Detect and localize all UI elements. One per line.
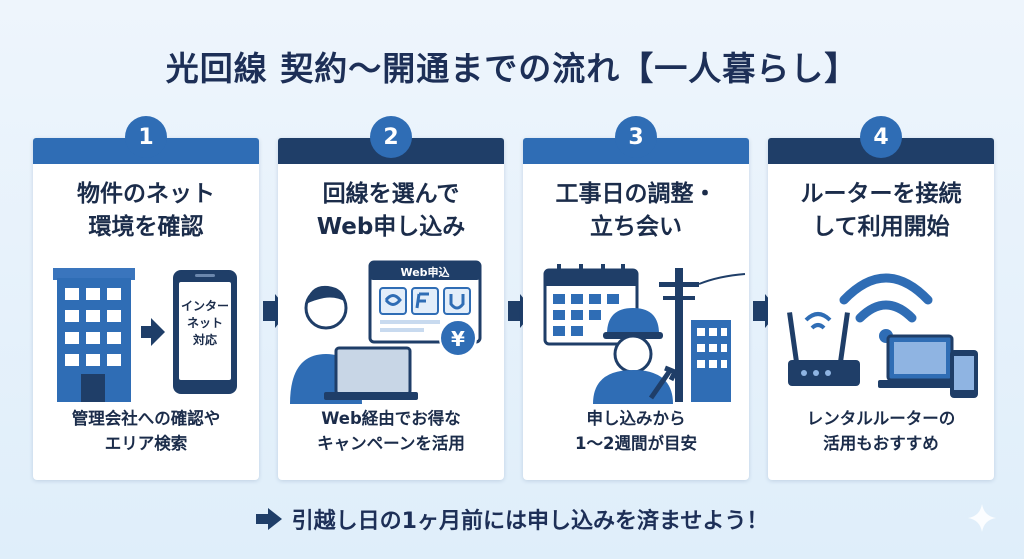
right-arrow-icon xyxy=(255,508,282,530)
step-card-3: 3 工事日の調整・ 立ち会い xyxy=(523,116,749,480)
step-title-line: 物件のネット xyxy=(77,181,215,207)
building-icon xyxy=(53,268,135,402)
step-illustration xyxy=(787,273,978,398)
router-icon xyxy=(787,312,860,386)
step-card-1: 1 物件のネット 環境を確認 インター ネット 対応 xyxy=(33,116,259,480)
step-description: 管理会社への確認や エリア検索 xyxy=(33,406,259,456)
yen-symbol: ¥ xyxy=(451,327,465,351)
step-desc-line: エリア検索 xyxy=(104,434,188,453)
browser-label: Web申込 xyxy=(400,265,449,279)
yen-coin-icon: ¥ xyxy=(439,319,477,357)
step-title-line: 工事日の調整・ xyxy=(555,181,717,207)
step-title: ルーターを接続 して利用開始 xyxy=(768,178,994,244)
step-title-line: 立ち会い xyxy=(590,214,682,240)
smartphone-icon xyxy=(950,350,978,398)
phone-text-line: 対応 xyxy=(192,332,217,347)
sparkle-icon xyxy=(968,504,996,532)
footer-note: 引越し日の1ヶ月前には申し込みを済ませよう！ xyxy=(0,503,1024,535)
phone-text-line: ネット xyxy=(187,316,223,330)
person-laptop-icon xyxy=(290,285,418,404)
step-illustration xyxy=(543,264,746,404)
building-icon xyxy=(691,320,731,402)
step-desc-line: Web経由でお得な xyxy=(321,409,461,428)
step-number-badge: 1 xyxy=(125,116,167,158)
step-number-badge: 3 xyxy=(615,116,657,158)
right-arrow-icon xyxy=(141,318,165,346)
step-illustration: インター ネット 対応 xyxy=(53,268,237,402)
step-card-4: 4 ルーターを接続 して利用開始 レンタルルーターの 活用もお xyxy=(768,116,994,480)
calendar-icon xyxy=(543,264,639,346)
step-description: 申し込みから 1〜2週間が目安 xyxy=(523,406,749,456)
page-title: 光回線 契約〜開通までの流れ【一人暮らし】 xyxy=(165,49,859,88)
worker-icon xyxy=(593,308,679,404)
step-title: 回線を選んで Web申し込み xyxy=(278,178,504,244)
right-arrow-icon xyxy=(753,294,779,328)
laptop-icon xyxy=(878,334,962,388)
step-title-line: 環境を確認 xyxy=(88,214,204,240)
step-illustration: Web申込 ¥ xyxy=(290,260,482,404)
step-title-line: して利用開始 xyxy=(812,214,950,240)
step-desc-line: 1〜2週間が目安 xyxy=(575,434,697,453)
step-description: レンタルルーターの 活用もおすすめ xyxy=(768,406,994,456)
step-title-line: Web申し込み xyxy=(316,214,466,240)
step-desc-line: 申し込みから xyxy=(586,409,686,428)
wifi-icon xyxy=(839,273,933,343)
step-desc-line: 活用もおすすめ xyxy=(823,434,939,453)
right-arrow-icon xyxy=(508,294,534,328)
step-title-line: ルーターを接続 xyxy=(800,181,962,207)
utility-pole-icon xyxy=(659,268,746,402)
step-title-line: 回線を選んで xyxy=(322,181,460,207)
step-desc-line: キャンペーンを活用 xyxy=(317,434,465,453)
step-card-2: 2 回線を選んで Web申し込み Web申込 ¥ xyxy=(278,116,504,480)
phone-text-line: インター xyxy=(181,299,229,313)
step-desc-line: レンタルルーターの xyxy=(806,409,956,428)
step-description: Web経由でお得な キャンペーンを活用 xyxy=(278,406,504,456)
smartphone-icon: インター ネット 対応 xyxy=(173,270,237,394)
footer-text: 引越し日の1ヶ月前には申し込みを済ませよう！ xyxy=(291,509,769,534)
laptop-icon xyxy=(324,346,418,400)
step-number-badge: 4 xyxy=(860,116,902,158)
right-arrow-icon xyxy=(263,294,289,328)
step-desc-line: 管理会社への確認や xyxy=(71,409,221,428)
step-number-badge: 2 xyxy=(370,116,412,158)
step-title: 物件のネット 環境を確認 xyxy=(33,178,259,244)
step-title: 工事日の調整・ 立ち会い xyxy=(523,178,749,244)
